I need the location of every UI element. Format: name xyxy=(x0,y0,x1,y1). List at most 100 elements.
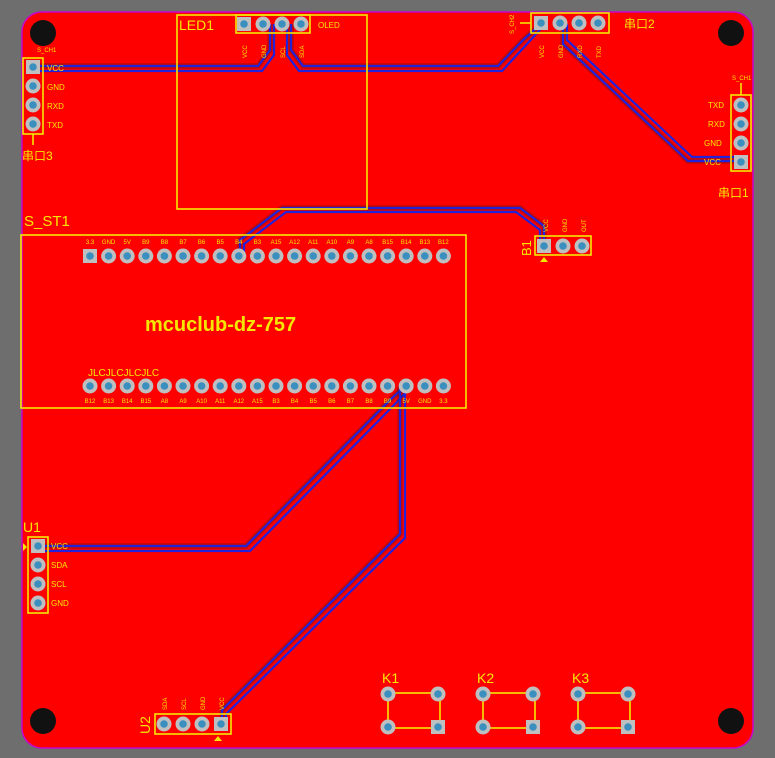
s-st1-top-pad-drill xyxy=(142,252,150,260)
s-st1-bottom-pin-label: 5V xyxy=(403,399,410,405)
led1-title: OLED xyxy=(318,21,340,30)
s-st1-top-pin-label: A9 xyxy=(347,240,355,246)
s-st1-top-pad-drill xyxy=(272,252,280,260)
mount-hole-tl xyxy=(30,20,56,46)
k2-pads xyxy=(475,686,541,735)
s-st1-bottom-pin-label: A11 xyxy=(215,399,226,405)
key-pad-drill xyxy=(434,723,442,731)
u2-pad-drill xyxy=(160,720,168,728)
s-st1-top-pad-drill xyxy=(402,252,411,260)
s-st1-bottom-pad-drill xyxy=(142,382,150,390)
s-st1-bottom-pin-label: B15 xyxy=(140,399,151,405)
s-st1-bottom-pad-drill xyxy=(328,382,336,390)
s-st1-bottom-pin-label: B12 xyxy=(85,399,96,405)
serial1-pad-drill xyxy=(737,120,745,128)
u2-pads xyxy=(156,716,228,732)
key-pad-drill xyxy=(434,690,442,698)
serial3-pad-drill xyxy=(29,101,37,109)
k1-designator: K1 xyxy=(382,670,399,686)
s-st1-bottom-pad-drill xyxy=(309,382,318,390)
led1-pin-label: VCC xyxy=(243,45,249,58)
u1-pad-drill xyxy=(34,542,42,550)
s-st1-top-pin-label: A10 xyxy=(326,240,337,246)
u2-pin-label: GND xyxy=(201,696,207,710)
mount-holes xyxy=(30,20,744,734)
s-st1-top-pin-label: B4 xyxy=(235,240,243,246)
key-pad-drill xyxy=(624,690,632,698)
s-st1-bottom-pin-label: B6 xyxy=(328,399,336,405)
s-st1-bottom-pad-drill xyxy=(365,382,373,390)
serial1-pads xyxy=(733,97,749,169)
s-st1-bottom-pad-drill xyxy=(421,382,429,390)
serial3-pin-label: RXD xyxy=(47,102,64,111)
s-st1-top-pad-drill xyxy=(290,252,299,260)
s-st1-bottom-pad-drill xyxy=(272,382,280,390)
serial2-pad-drill xyxy=(575,19,583,27)
module-u2: U2 VCC GND SCL SDA xyxy=(137,696,232,741)
s-st1-top-pin-label: A11 xyxy=(308,240,319,246)
u1-pin-label: SDA xyxy=(51,561,68,570)
s-st1-top-pad-drill xyxy=(421,252,429,260)
serial3-pads xyxy=(25,60,41,132)
key-pad-drill xyxy=(574,690,582,698)
u1-pads xyxy=(30,539,46,611)
s-st1-top-pin-label: B9 xyxy=(142,240,150,246)
key-k1: K1 xyxy=(380,670,446,735)
s-st1-top-pin-label: B7 xyxy=(179,240,187,246)
s-st1-label: mcuclub-dz-757 xyxy=(145,314,296,336)
serial2-pin-label: TXD xyxy=(597,45,603,58)
led1-pin-labels: VCC GND SCL SDA xyxy=(243,44,306,58)
s-st1-bottom-pad-drill xyxy=(216,382,224,390)
k2-designator: K2 xyxy=(477,670,494,686)
traces xyxy=(33,21,740,724)
s-st1-designator: S_ST1 xyxy=(24,213,70,230)
s-st1-top-pin-label: A15 xyxy=(271,240,282,246)
serial1-header: S_CH1 TXD RXD GND VCC 串口1 xyxy=(704,76,752,200)
b1-pin-label: VCC xyxy=(544,219,550,232)
s-st1-bottom-pad-drill xyxy=(235,382,243,390)
u2-designator: U2 xyxy=(137,716,153,734)
s-st1-top-pin-label: B5 xyxy=(217,240,225,246)
key-pad-drill xyxy=(384,690,392,698)
s-st1-bottom-pin-label: A12 xyxy=(233,399,244,405)
k3-pads xyxy=(570,686,636,735)
led1-pads xyxy=(237,16,309,32)
s-st1-bottom-pin-label: B7 xyxy=(347,399,355,405)
s-st1-bottom-pin-label: A15 xyxy=(252,399,263,405)
led1-pad-drill xyxy=(278,20,286,28)
u1-pad-drill xyxy=(34,580,42,588)
key-k2: K2 xyxy=(475,670,541,735)
b1-pad-drill xyxy=(540,242,548,250)
s-st1-bottom-pin-label: B13 xyxy=(103,399,114,405)
serial1-pad-drill xyxy=(737,139,745,147)
s-st1-top-pad-drill xyxy=(235,252,243,260)
serial1-pin-label: TXD xyxy=(708,101,724,110)
u1-pad-drill xyxy=(34,561,42,569)
s-st1-top-pad-drill xyxy=(346,252,355,260)
s-st1-bottom-pad-drill xyxy=(383,382,392,390)
key-pad-drill xyxy=(529,723,537,731)
led1-pin-label: GND xyxy=(262,44,268,58)
s-st1-bottom-pin-label: A8 xyxy=(161,399,169,405)
oled-led1: LED1 OLED VCC GND SCL SDA xyxy=(176,14,368,210)
s-st1-top-pin-label: A12 xyxy=(289,240,300,246)
serial1-pad-drill xyxy=(737,101,745,109)
u1-pin-label: GND xyxy=(51,599,69,608)
serial3-designator: 串口3 xyxy=(22,149,53,163)
s-st1-bottom-pin-label: B3 xyxy=(272,399,280,405)
serial2-pad-drill xyxy=(556,19,564,27)
s-st1-top-pin-label: B8 xyxy=(161,240,169,246)
s-st1-top-pads xyxy=(83,248,451,264)
serial2-header: S_CH2 VCC GND RXD TXD 串口2 xyxy=(510,12,655,58)
key-pad-drill xyxy=(479,690,487,698)
s-st1-bottom-pin-label: B14 xyxy=(122,399,133,405)
b1-pads xyxy=(537,238,590,254)
serial1-pin-label: RXD xyxy=(708,120,725,129)
s-st1-top-pin-label: B13 xyxy=(419,240,430,246)
u2-pad-drill xyxy=(198,720,206,728)
s-st1-bottom-pin-label: GND xyxy=(418,399,432,405)
s-st1-top-pad-drill xyxy=(439,252,448,260)
